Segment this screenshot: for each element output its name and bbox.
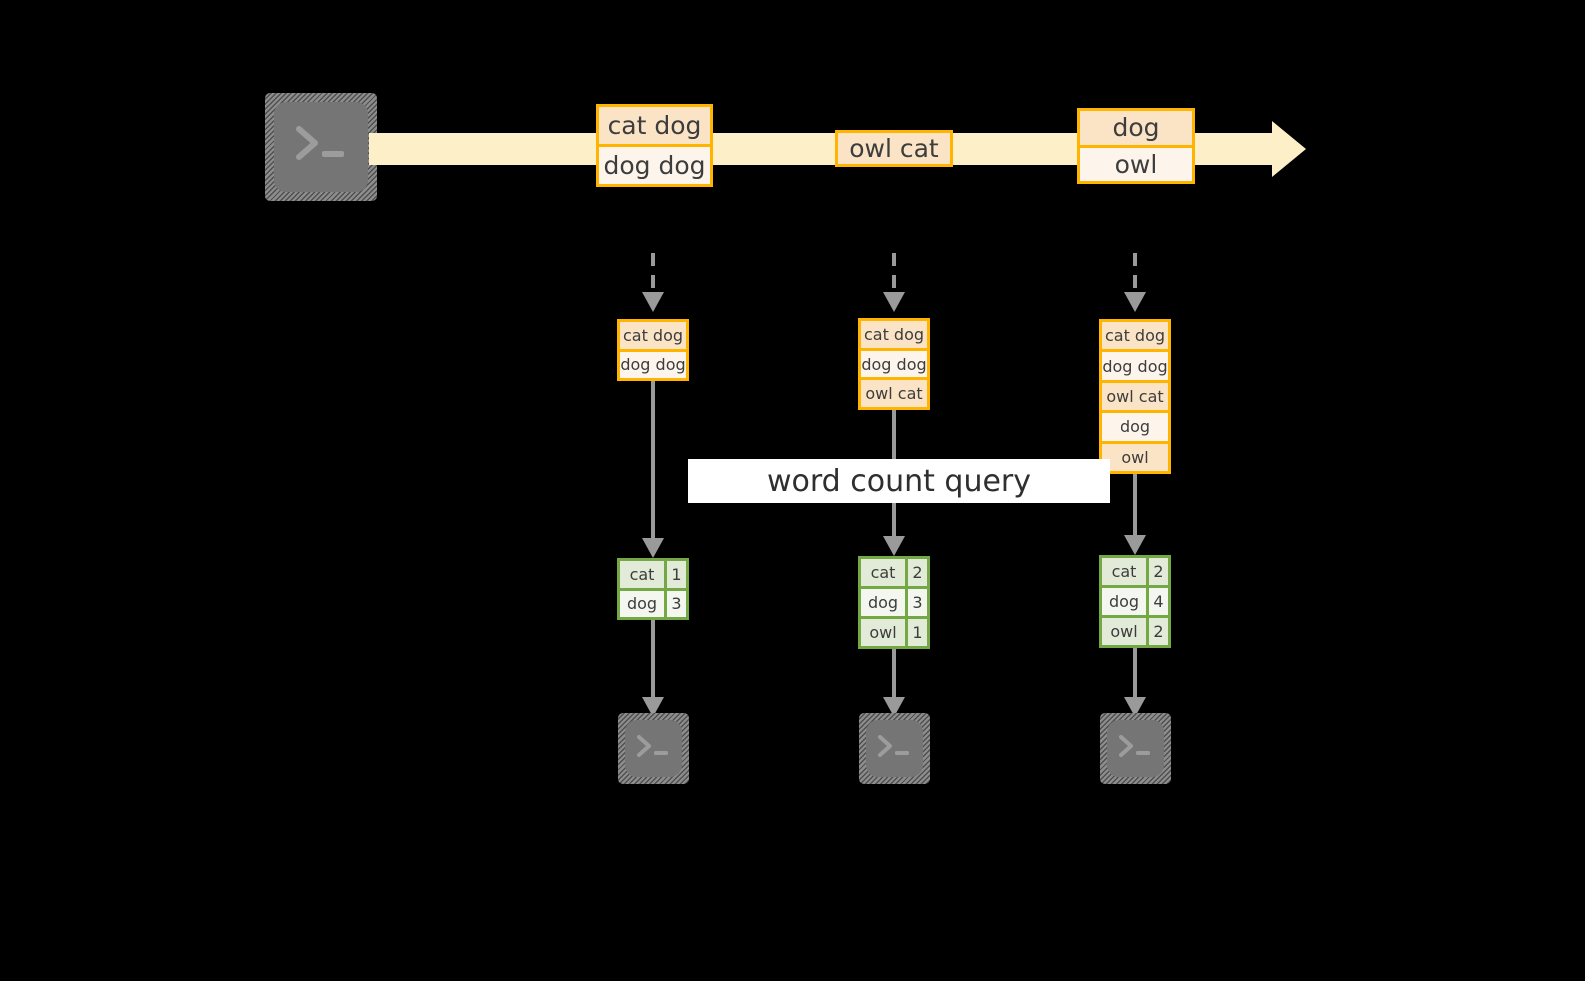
stage-2-sink-terminal-icon — [859, 713, 930, 784]
stage-1-sink-line — [651, 620, 655, 705]
result-count: 3 — [667, 590, 686, 617]
stream-record-group-2: owl cat — [835, 130, 953, 167]
input-line: dog dog — [1102, 349, 1168, 380]
input-line: dog dog — [620, 348, 686, 378]
input-line: dog — [1102, 410, 1168, 441]
stage-1-sink-arrowhead — [642, 697, 664, 717]
input-line: owl cat — [861, 377, 927, 408]
input-line: cat dog — [861, 321, 927, 348]
stage-2-trigger-line — [892, 253, 896, 295]
record-line: dog dog — [599, 144, 710, 184]
result-count: 2 — [1149, 558, 1168, 585]
terminal-body — [866, 720, 923, 777]
terminal-prompt-glyph — [1119, 735, 1150, 757]
stage-1-trigger-line — [651, 253, 655, 295]
stage-1-query-line — [651, 381, 655, 546]
result-word: owl — [1102, 618, 1149, 645]
result-count: 3 — [908, 589, 927, 616]
stream-arrow-head — [1272, 121, 1306, 177]
table-row: owl 2 — [1102, 615, 1168, 645]
result-word: cat — [620, 561, 667, 588]
terminal-body — [1107, 720, 1164, 777]
table-row: dog 3 — [861, 586, 927, 616]
input-line: owl cat — [1102, 379, 1168, 411]
stage-2-trigger-arrowhead — [883, 292, 905, 312]
stage-3-trigger-arrowhead — [1124, 292, 1146, 312]
result-word: dog — [861, 589, 908, 616]
input-line: cat dog — [620, 322, 686, 349]
stage-1-query-arrowhead — [642, 538, 664, 558]
result-word: dog — [620, 590, 667, 617]
terminal-body — [274, 102, 368, 192]
stream-record-group-3: dog owl — [1077, 108, 1195, 184]
stage-3-sink-line — [1133, 648, 1137, 705]
result-count: 1 — [667, 561, 686, 588]
stage-2-query-arrowhead — [883, 536, 905, 556]
source-terminal-icon — [265, 93, 377, 201]
stage-1-result-table: cat 1 dog 3 — [617, 558, 689, 620]
record-line: cat dog — [599, 107, 710, 144]
table-row: cat 2 — [861, 559, 927, 586]
stage-3-sink-terminal-icon — [1100, 713, 1171, 784]
terminal-body — [625, 720, 682, 777]
stage-3-input-table: cat dog dog dog owl cat dog owl — [1099, 319, 1171, 474]
result-count: 4 — [1149, 588, 1168, 615]
input-line: owl — [1102, 440, 1168, 472]
terminal-prompt-glyph — [296, 126, 344, 160]
terminal-prompt-glyph — [637, 735, 668, 757]
result-word: owl — [861, 619, 908, 646]
stage-2-sink-arrowhead — [883, 697, 905, 717]
record-line: owl — [1080, 144, 1192, 181]
stage-1-trigger-arrowhead — [642, 292, 664, 312]
stage-3-result-table: cat 2 dog 4 owl 2 — [1099, 555, 1171, 648]
stage-1-sink-terminal-icon — [618, 713, 689, 784]
stage-2-result-table: cat 2 dog 3 owl 1 — [858, 556, 930, 649]
stage-3-query-line — [1133, 474, 1137, 543]
input-line: dog dog — [861, 347, 927, 378]
stage-1-input-table: cat dog dog dog — [617, 319, 689, 381]
record-line: owl cat — [838, 133, 950, 164]
result-count: 2 — [1149, 618, 1168, 645]
stage-3-trigger-line — [1133, 253, 1137, 295]
table-row: cat 2 — [1102, 558, 1168, 585]
stage-2-sink-line — [892, 649, 896, 705]
table-row: dog 3 — [620, 587, 686, 617]
stage-2-input-table: cat dog dog dog owl cat — [858, 318, 930, 410]
stage-3-query-arrowhead — [1124, 535, 1146, 555]
table-row: owl 1 — [861, 616, 927, 646]
result-word: cat — [861, 559, 908, 586]
stream-record-group-1: cat dog dog dog — [596, 104, 713, 187]
query-label: word count query — [688, 459, 1110, 503]
table-row: cat 1 — [620, 561, 686, 588]
input-line: cat dog — [1102, 322, 1168, 350]
result-word: cat — [1102, 558, 1149, 585]
stage-3-sink-arrowhead — [1124, 697, 1146, 717]
table-row: dog 4 — [1102, 585, 1168, 615]
result-count: 1 — [908, 619, 927, 646]
terminal-prompt-glyph — [878, 735, 909, 757]
record-line: dog — [1080, 111, 1192, 145]
result-word: dog — [1102, 588, 1149, 615]
result-count: 2 — [908, 559, 927, 586]
